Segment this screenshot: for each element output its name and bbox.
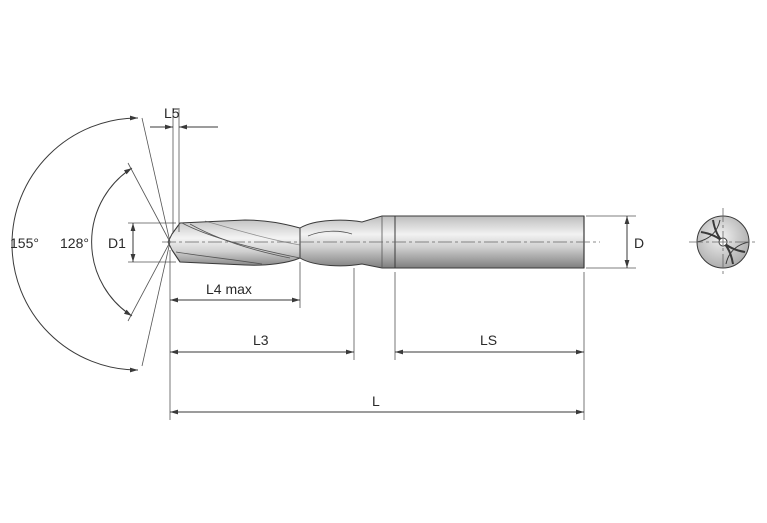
label-d1: D1 [108,235,126,251]
end-view [689,208,757,276]
l5-dimension [150,108,218,232]
d-dimension [586,215,636,269]
angle-128-dimension [91,162,171,322]
label-angle-128: 128° [60,235,89,251]
label-l4max: L4 max [206,281,252,297]
label-d: D [634,235,644,251]
label-l5: L5 [164,105,180,121]
label-l3: L3 [253,332,269,348]
label-ls: LS [480,332,497,348]
angle-155-dimension [11,115,171,373]
d1-dimension [128,222,176,263]
label-angle-155: 155° [10,235,39,251]
label-l: L [372,393,380,409]
